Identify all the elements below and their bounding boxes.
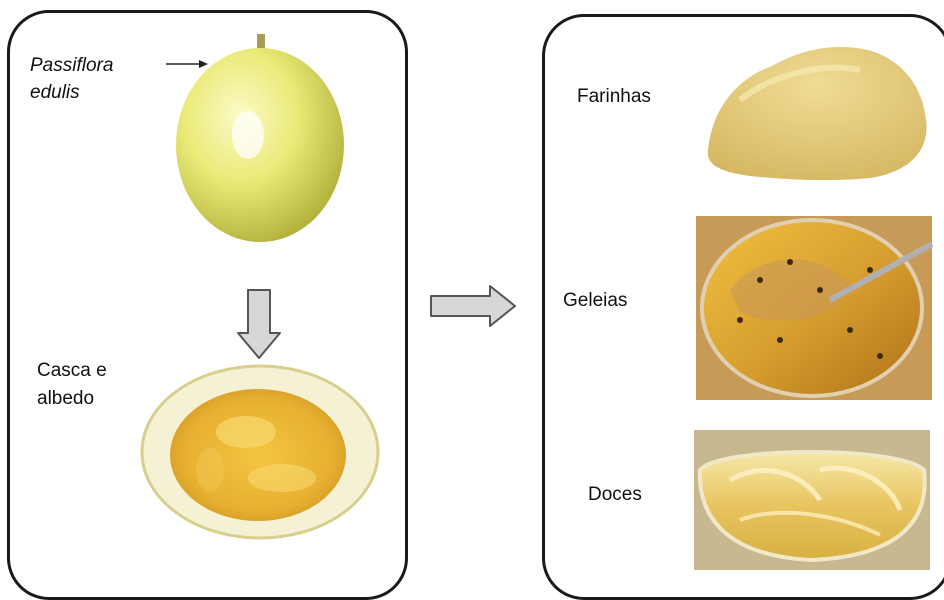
species-name-line2: edulis (30, 80, 80, 105)
pointer-arrow (166, 60, 208, 68)
part-label-line1: Casca e (37, 358, 107, 383)
down-arrow (238, 290, 280, 358)
jam-image (696, 216, 932, 400)
pulp-cavity (170, 389, 346, 521)
species-name-line1: Passiflora (30, 53, 113, 78)
flour-image (708, 47, 927, 180)
peel-albedo-image (142, 366, 378, 538)
product-label-jam: Geleias (563, 288, 627, 313)
sweets-image (694, 430, 930, 570)
right-arrow (431, 286, 515, 326)
diagram-graphics (0, 0, 944, 586)
product-label-sweets: Doces (588, 482, 642, 507)
fruit-highlight (232, 111, 264, 159)
part-label-line2: albedo (37, 386, 94, 411)
product-label-flour: Farinhas (577, 84, 651, 109)
